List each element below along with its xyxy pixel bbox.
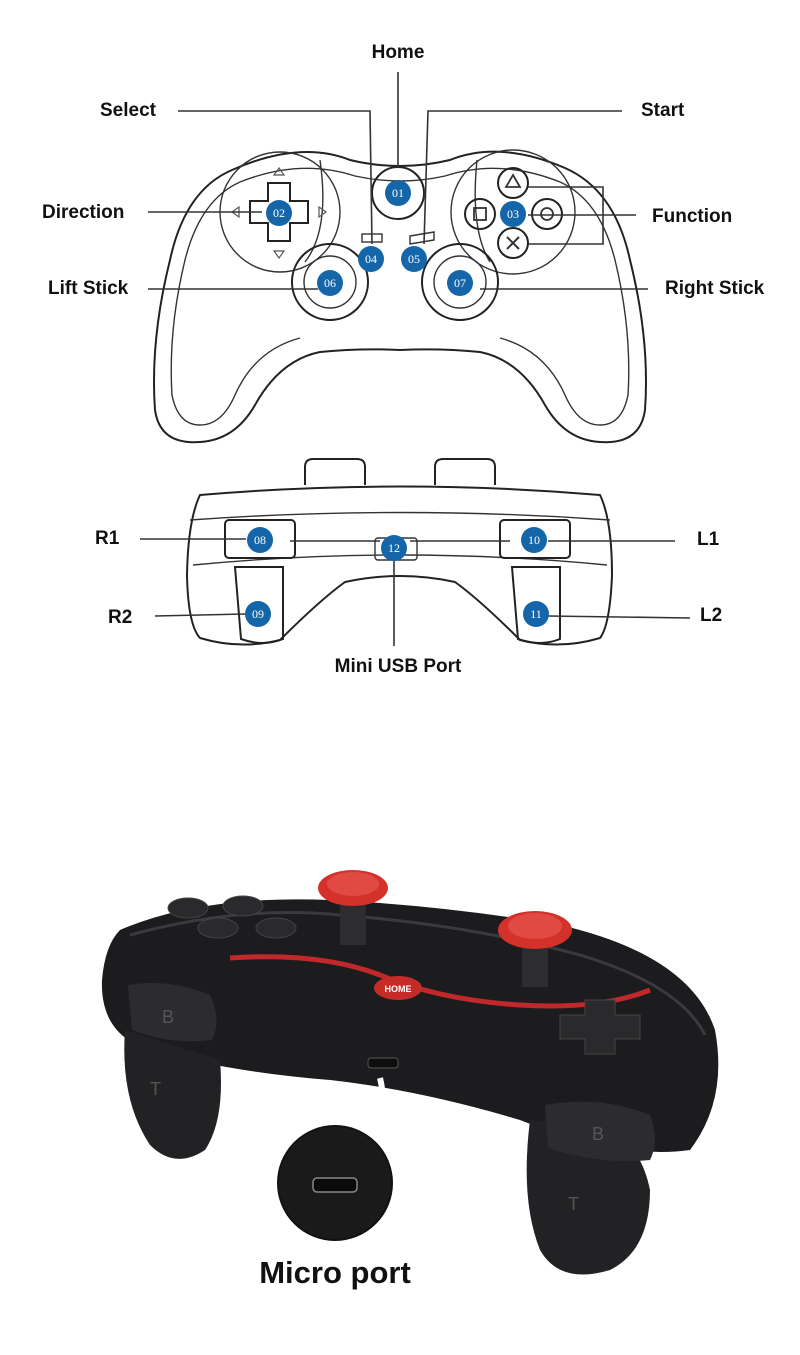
svg-text:12: 12 (388, 541, 400, 555)
trigger-letter-t-right: T (568, 1194, 579, 1214)
svg-text:10: 10 (528, 533, 540, 547)
svg-text:01: 01 (392, 186, 404, 200)
photo-button-cross (255, 917, 297, 939)
photo-button-circle (197, 917, 239, 939)
badge-02: 02 (266, 200, 292, 226)
face-buttons (464, 167, 563, 259)
svg-text:08: 08 (254, 533, 266, 547)
photo-button-square (167, 897, 209, 919)
trigger-letter-b-left: B (162, 1007, 174, 1027)
right-stick-inner-ring (433, 255, 487, 309)
svg-text:04: 04 (365, 252, 377, 266)
label-l2: L2 (700, 605, 722, 626)
label-select: Select (100, 100, 157, 121)
badge-05: 05 (401, 246, 427, 272)
photo-usb-port (367, 1057, 399, 1069)
label-function: Function (652, 206, 732, 227)
label-left-stick: Lift Stick (48, 278, 129, 299)
controller-photo: B T B T HOME (101, 870, 719, 1275)
left-stick-outline (291, 243, 369, 321)
photo-dpad (559, 999, 641, 1055)
micro-port-zoom-connector (312, 1177, 358, 1193)
badge-03: 03 (500, 201, 526, 227)
badge-11: 11 (523, 601, 549, 627)
back-leader-lines (140, 538, 691, 646)
badge-09: 09 (245, 601, 271, 627)
label-start: Start (641, 100, 685, 121)
label-r2: R2 (108, 607, 132, 628)
label-l1: L1 (697, 529, 720, 550)
trigger-letter-t-left: T (150, 1079, 161, 1099)
svg-text:09: 09 (252, 607, 264, 621)
svg-text:07: 07 (454, 276, 466, 290)
label-mini-usb-port: Mini USB Port (335, 656, 462, 677)
badge-08: 08 (247, 527, 273, 553)
trigger-letter-b-right: B (592, 1124, 604, 1144)
label-home: Home (372, 42, 425, 63)
micro-port-caption: Micro port (259, 1255, 411, 1290)
photo-button-triangle (222, 895, 264, 917)
photo-home-label: HOME (385, 984, 412, 994)
left-stick-inner-ring (303, 255, 357, 309)
badge-12: 12 (381, 535, 407, 561)
badge-07: 07 (447, 270, 473, 296)
svg-text:03: 03 (507, 207, 519, 221)
svg-text:05: 05 (408, 252, 420, 266)
photo-left-stick-shaft (340, 905, 366, 945)
svg-text:11: 11 (530, 607, 542, 621)
right-stick-outline (421, 243, 499, 321)
svg-text:02: 02 (273, 206, 285, 220)
controller-top-outline (153, 149, 647, 444)
badge-10: 10 (521, 527, 547, 553)
badge-06: 06 (317, 270, 343, 296)
label-right-stick: Right Stick (665, 278, 765, 299)
label-r1: R1 (95, 528, 120, 549)
top-leader-lines (148, 72, 648, 290)
photo-right-stick-shaft (522, 945, 548, 987)
badge-04: 04 (358, 246, 384, 272)
start-button-outline (409, 231, 435, 245)
label-direction: Direction (42, 202, 124, 223)
badge-01: 01 (385, 180, 411, 206)
svg-text:06: 06 (324, 276, 336, 290)
photo-home-button (374, 976, 422, 1000)
